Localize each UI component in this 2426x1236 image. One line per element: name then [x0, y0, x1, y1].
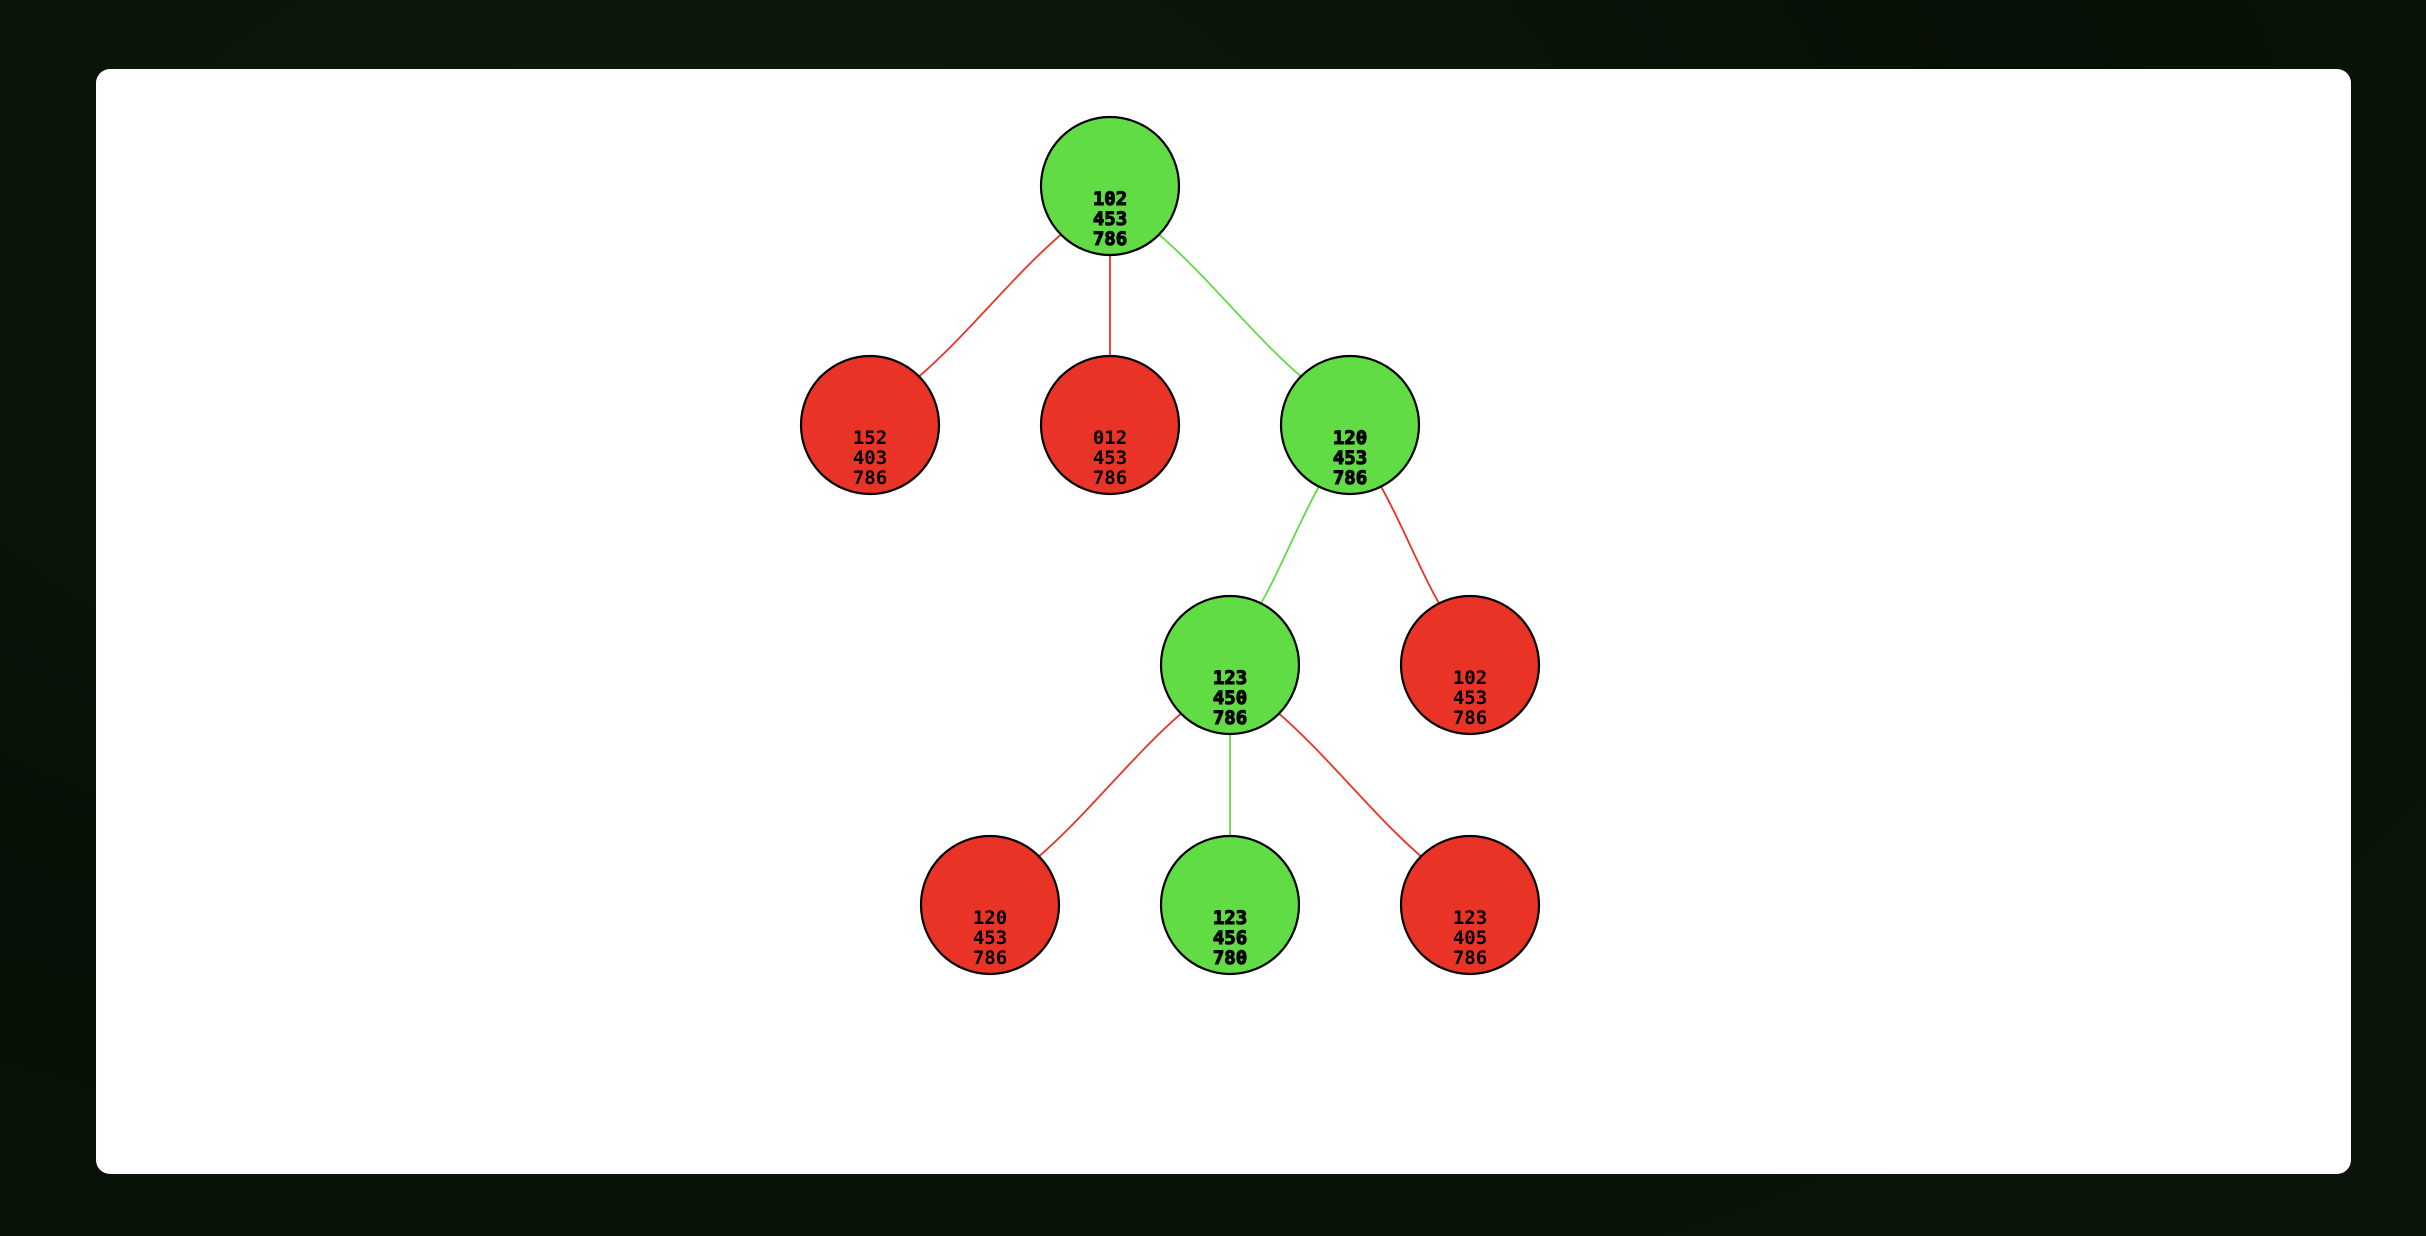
node-circle	[799, 354, 941, 496]
node-label-row-3: 786	[1453, 947, 1487, 969]
node-label-row-2: 456	[1213, 927, 1247, 949]
node-label-row-1: 120	[973, 907, 1007, 929]
node-circle	[1159, 834, 1301, 976]
node-label-row-2: 405	[1453, 927, 1487, 949]
node-circle	[1279, 354, 1421, 496]
node-label-row-2: 453	[1093, 447, 1127, 469]
edge-n0-n1	[915, 231, 1065, 380]
edge-n3-n5	[1378, 483, 1442, 607]
node-label-row-2: 453	[1453, 687, 1487, 709]
node-label-row-3: 786	[853, 467, 887, 489]
node-label-row-1: 152	[853, 427, 887, 449]
edges-layer	[915, 231, 1442, 860]
node-label-row-3: 780	[1213, 947, 1247, 969]
edge-n3-n4	[1258, 483, 1322, 607]
node-label-row-3: 786	[1333, 467, 1367, 489]
node-label-row-1: 120	[1333, 427, 1367, 449]
node-label-row-1: 123	[1213, 667, 1247, 689]
node-label-row-1: 123	[1453, 907, 1487, 929]
node-label-row-3: 786	[1453, 707, 1487, 729]
node-label-row-2: 403	[853, 447, 887, 469]
edge-n4-n8	[1275, 710, 1425, 860]
node-label-row-3: 786	[1093, 228, 1127, 250]
node-label-row-2: 450	[1213, 687, 1247, 709]
node-label-row-1: 102	[1093, 188, 1127, 210]
node-circle	[919, 834, 1061, 976]
node-label-row-3: 786	[1213, 707, 1247, 729]
node-label-row-3: 786	[973, 947, 1007, 969]
node-label-row-1: 123	[1213, 907, 1247, 929]
node-circle	[1399, 834, 1541, 976]
node-label-row-2: 453	[1093, 208, 1127, 230]
node-circle	[1399, 594, 1541, 736]
node-circle	[1159, 594, 1301, 736]
nodes-layer: 1024537861524037860124537861204537861234…	[799, 115, 1541, 976]
node-label-row-2: 453	[973, 927, 1007, 949]
node-label-row-1: 102	[1453, 667, 1487, 689]
node-circle	[1039, 115, 1181, 257]
edge-n0-n3	[1155, 231, 1305, 380]
node-label-row-2: 453	[1333, 447, 1367, 469]
node-circle	[1039, 354, 1181, 496]
node-label-row-1: 012	[1093, 427, 1127, 449]
edge-n4-n6	[1035, 710, 1185, 860]
node-label-row-3: 786	[1093, 467, 1127, 489]
